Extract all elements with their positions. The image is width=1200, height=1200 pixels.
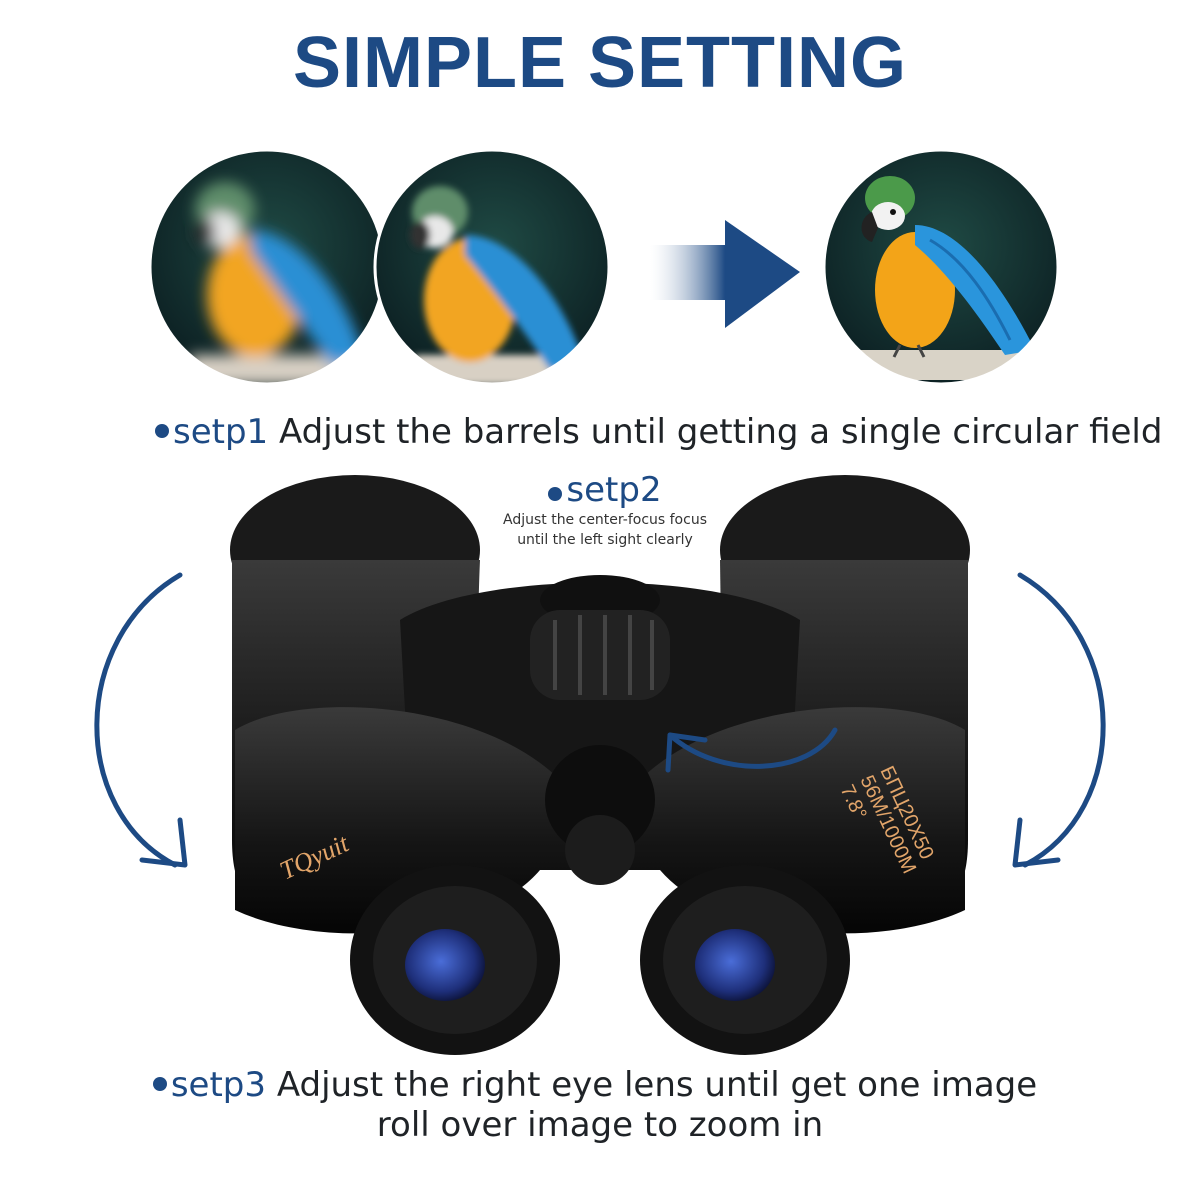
bullet-dot <box>152 1076 167 1091</box>
step1-key: setp1 <box>173 412 269 452</box>
rotation-arrows <box>94 572 1106 868</box>
step2-block: setp2 Adjust the center-focus focus unti… <box>480 470 730 550</box>
blurry-parrot-image <box>150 150 384 384</box>
step3-line1: Adjust the right eye lens until get one … <box>266 1065 1038 1105</box>
step3-block: setp3 Adjust the right eye lens until ge… <box>0 1065 1200 1145</box>
step2-line1: Adjust the center-focus focus <box>502 512 707 528</box>
step2-line2: until the left sight clearly <box>517 532 693 548</box>
step2-key: setp2 <box>566 470 662 510</box>
step1-text: setp1 Adjust the barrels until getting a… <box>155 412 1162 452</box>
clear-parrot-image <box>824 150 1058 384</box>
rotate-arrow-left-icon <box>94 572 183 868</box>
step1-description: Adjust the barrels until getting a singl… <box>268 412 1163 452</box>
focus-comparison <box>148 150 1060 386</box>
arrow-right-icon <box>650 220 800 328</box>
bullet-dot <box>548 486 563 501</box>
bullet-dot <box>155 423 169 438</box>
step3-line2: roll over image to zoom in <box>376 1105 824 1145</box>
page-title: SIMPLE SETTING <box>292 23 908 103</box>
step3-key: setp3 <box>170 1065 267 1105</box>
rotate-arrow-right-icon <box>1017 572 1106 868</box>
rotate-arrow-eyepiece-icon <box>667 727 838 769</box>
semi-blurry-parrot-image <box>375 150 609 384</box>
